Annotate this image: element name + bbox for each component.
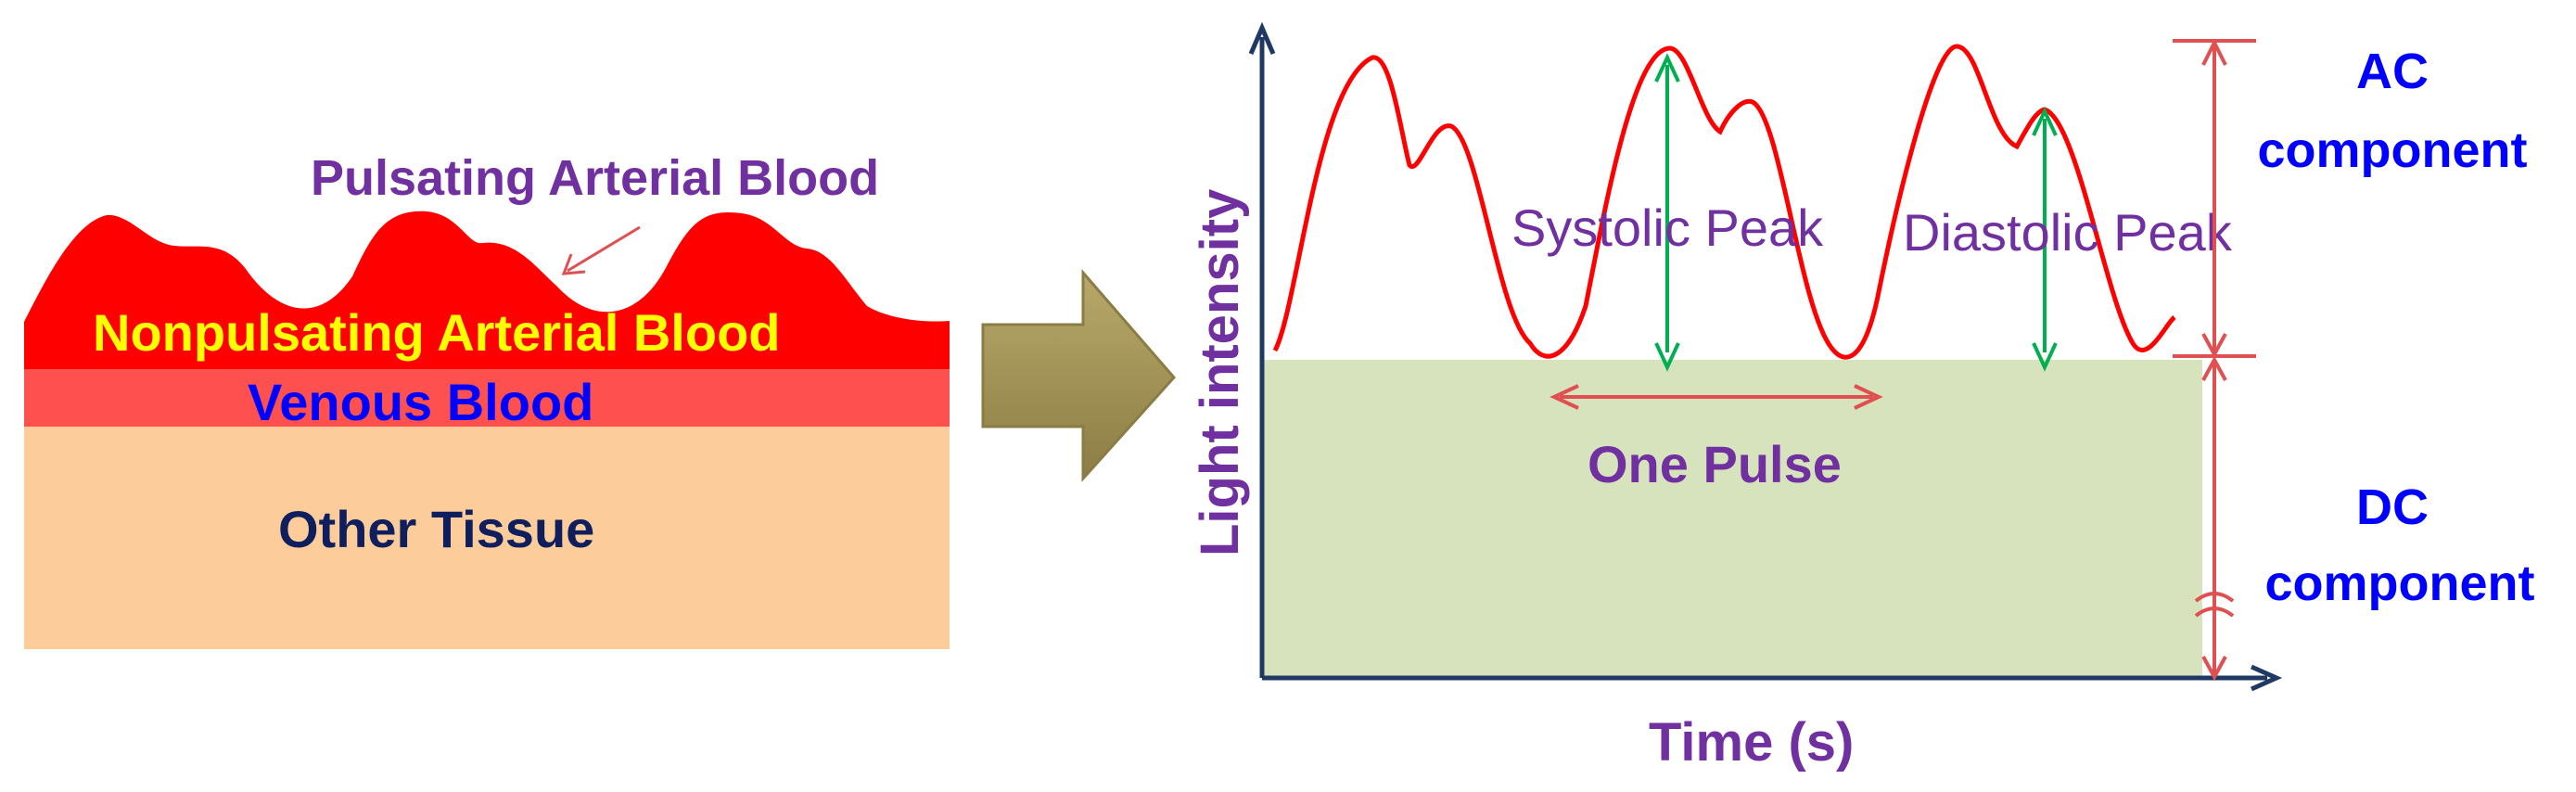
x-axis-arrowhead: [2250, 664, 2283, 692]
ac-component-label-line2: component: [2258, 122, 2528, 178]
nonpulsating-arterial-blood-label: Nonpulsating Arterial Blood: [93, 303, 780, 362]
diastolic-peak-arrow-top: [2032, 107, 2058, 136]
transition-arrow-icon: [981, 268, 1177, 482]
diastolic-peak-label: Diastolic Peak: [1903, 203, 2233, 262]
systolic-peak-arrow-top: [1654, 53, 1680, 83]
ppg-waveform: [1272, 44, 2176, 360]
y-axis-arrowhead: [1248, 21, 1276, 55]
other-tissue-layer: [24, 425, 950, 649]
dc-bracket-arrow-bottom: [2201, 656, 2227, 682]
pulsating-arterial-blood-label: Pulsating Arterial Blood: [311, 150, 879, 206]
ac-bracket-arrow-bottom: [2201, 333, 2227, 359]
arterial-blood-layer: [24, 211, 950, 369]
ac-bracket-arrow-top: [2201, 38, 2227, 66]
ppg-graph: Light intensity Time (s) Systolic Peak D…: [1190, 21, 2535, 773]
venous-blood-layer: [24, 369, 950, 427]
dc-component-region: [1262, 360, 2202, 678]
dc-component-label-line2: component: [2265, 556, 2535, 611]
x-axis-label: Time (s): [1649, 712, 1854, 773]
dc-component-label-line1: DC: [2356, 479, 2429, 535]
one-pulse-arrow-right: [1854, 384, 1883, 410]
axis-break-icon: [2194, 592, 2235, 618]
tissue-cross-section: Pulsating Arterial Blood Nonpulsating Ar…: [24, 150, 950, 649]
other-tissue-label: Other Tissue: [278, 500, 594, 558]
ac-component-label-line1: AC: [2356, 44, 2429, 99]
one-pulse-arrow-left: [1549, 384, 1579, 410]
dc-bracket-arrow-top: [2201, 355, 2227, 381]
y-axis-label: Light intensity: [1190, 189, 1250, 556]
one-pulse-label: One Pulse: [1588, 435, 1842, 493]
pulsating-pointer-line: [567, 225, 641, 273]
systolic-peak-label: Systolic Peak: [1511, 198, 1824, 257]
diastolic-peak-arrow-bottom: [2032, 342, 2058, 372]
systolic-peak-arrow-bottom: [1654, 342, 1680, 372]
venous-blood-label: Venous Blood: [248, 373, 593, 431]
pulsating-pointer-head: [561, 253, 586, 275]
